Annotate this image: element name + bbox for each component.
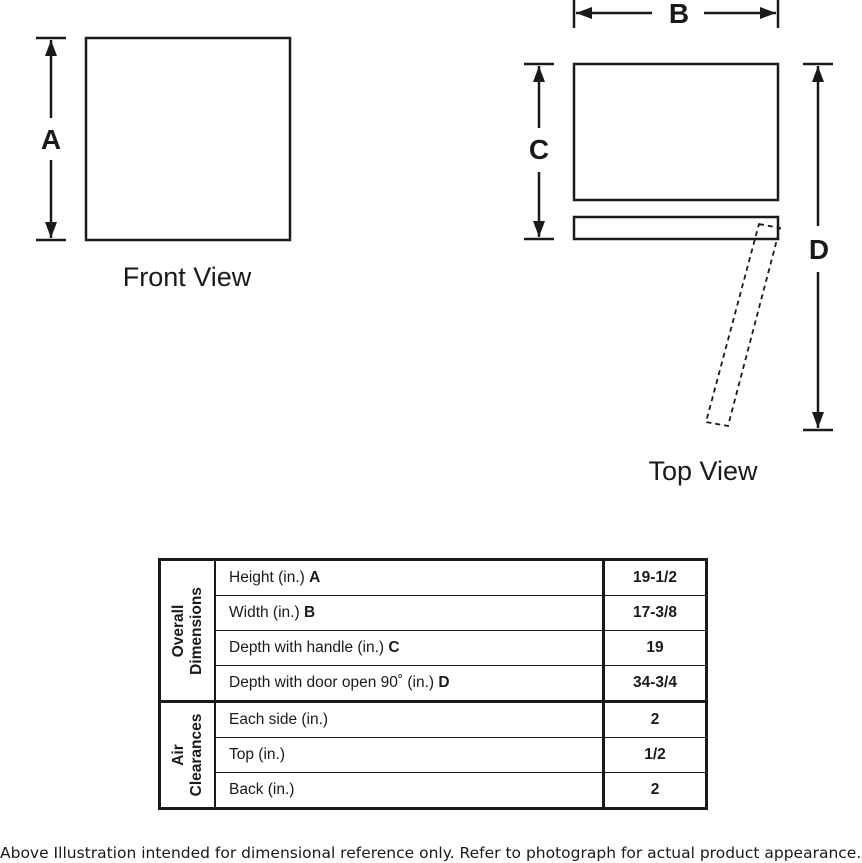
row-label: Each side (in.): [214, 700, 604, 738]
top-view-body: [572, 62, 780, 202]
row-letter: C: [388, 639, 400, 656]
row-label: Depth with door open 90˚ (in.) D: [214, 665, 604, 702]
row-value: 19-1/2: [602, 559, 707, 596]
row-value: 2: [602, 700, 707, 738]
row-value: 1/2: [602, 737, 707, 773]
front-view-caption: Front View: [123, 262, 252, 292]
dimension-label-b: B: [669, 0, 689, 29]
row-value: 2: [602, 772, 707, 809]
dimension-label-a: A: [41, 124, 61, 155]
top-view-caption: Top View: [648, 456, 758, 486]
table-row: Back (in.) 2: [160, 772, 707, 809]
table-row: Width (in.) B 17-3/8: [160, 595, 707, 631]
row-label: Height (in.) A: [214, 559, 604, 596]
row-label: Back (in.): [214, 772, 604, 809]
group-air-clearances: Air Clearances: [159, 700, 216, 809]
row-label: Top (in.): [214, 737, 604, 773]
row-label: Depth with handle (in.) C: [214, 630, 604, 666]
row-value: 17-3/8: [602, 595, 707, 631]
row-letter: B: [303, 604, 316, 621]
row-letter: D: [438, 674, 450, 691]
front-view-box: [84, 36, 292, 242]
dimension-label-d: D: [809, 234, 829, 265]
group-title: Overall Dimensions: [169, 586, 205, 675]
table-row: Overall Dimensions Height (in.) A 19-1/2: [159, 559, 707, 702]
table-row: Depth with handle (in.) C 19: [160, 630, 707, 666]
row-value: 34-3/4: [602, 665, 707, 702]
group-title: Air Clearances: [169, 713, 205, 797]
row-label: Width (in.) B: [214, 595, 604, 631]
dimension-label-c: C: [529, 134, 549, 165]
specifications-table: Overall Dimensions Height (in.) A 19-1/2…: [158, 558, 708, 810]
table-row: Top (in.) 1/2: [160, 737, 707, 773]
row-letter: A: [309, 569, 321, 586]
top-view-door-open-90: [704, 222, 782, 428]
disclaimer-text: Above Illustration intended for dimensio…: [0, 844, 862, 862]
row-value: 19: [602, 630, 707, 666]
table-row: Air Clearances Each side (in.) 2: [159, 700, 707, 809]
top-view-door: [572, 215, 780, 241]
dimension-drawing: A B C D Front View Top View: [36, 0, 833, 486]
dimension-d-line: [803, 62, 833, 432]
group-overall-dimensions: Overall Dimensions: [159, 559, 216, 702]
table-row: Depth with door open 90˚ (in.) D 34-3/4: [160, 665, 707, 702]
